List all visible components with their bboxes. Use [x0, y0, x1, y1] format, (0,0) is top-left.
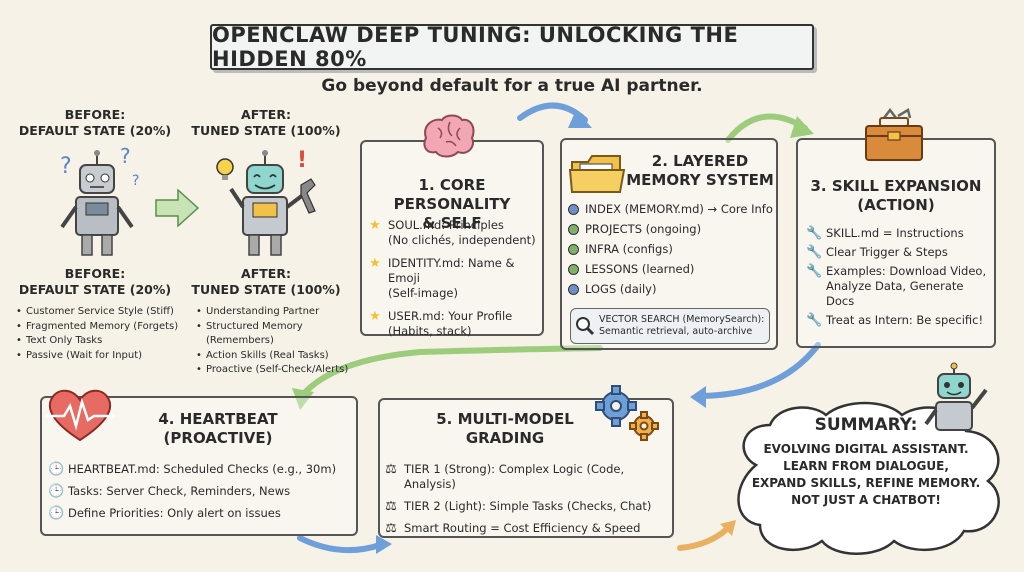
- subtitle: Go beyond default for a true AI partner.: [321, 76, 703, 96]
- list-item: Fragmented Memory (Forgets): [16, 320, 196, 335]
- confused-robot-icon: ? ? ?: [60, 145, 139, 256]
- after-bullets: Understanding Partner Structured Memory …: [196, 305, 366, 378]
- svg-text:!: !: [297, 148, 307, 173]
- list-item: Customer Service Style (Stiff): [16, 305, 196, 320]
- happy-robot-icon: !: [216, 148, 316, 256]
- wrench-icon: 🔧: [806, 313, 823, 328]
- box-skill-expansion: [796, 138, 996, 348]
- list-item: Understanding Partner: [196, 305, 366, 320]
- heart-pulse-icon: [46, 389, 114, 442]
- star-icon: ★: [369, 218, 381, 233]
- list-item: 🔧 Examples: Download Video,Analyze Data,…: [806, 264, 987, 308]
- list-item: 🕒 Define Priorities: Only alert on issue…: [48, 506, 281, 521]
- after-heading-top: AFTER: TUNED STATE (100%): [191, 107, 341, 138]
- before-heading-bottom: BEFORE: DEFAULT STATE (20%): [18, 266, 172, 297]
- list-item: Structured Memory (Remembers): [196, 320, 366, 349]
- summary-heading: SUMMARY:: [814, 415, 918, 435]
- star-icon: ★: [369, 256, 381, 271]
- arrow-4-to-5: [297, 535, 383, 554]
- before-bullets: Customer Service Style (Stiff) Fragmente…: [16, 305, 196, 363]
- summary-cloud: SUMMARY: EVOLVING DIGITAL ASSISTANT. LEA…: [735, 403, 997, 551]
- wrench-icon: 🔧: [806, 264, 823, 279]
- list-item: LOGS (daily): [568, 282, 774, 297]
- summary-cloud-shape: [737, 401, 1000, 555]
- memory-dot-icon: [568, 224, 579, 235]
- folder-icon: [568, 155, 626, 193]
- clock-icon: 🕒: [48, 462, 65, 477]
- toolbox-icon: [865, 108, 923, 161]
- box5-title: 5. MULTI-MODEL GRADING: [436, 410, 574, 447]
- arrow-5-to-summary: [677, 525, 731, 551]
- wrench-icon: 🔧: [806, 245, 823, 260]
- box4-title: 4. HEARTBEAT (PROACTIVE): [158, 410, 278, 447]
- memory-dot-icon: [568, 264, 579, 275]
- svg-text:?: ?: [132, 173, 139, 189]
- summary-line: LEARN FROM DIALOGUE,: [783, 459, 949, 473]
- box-core-personality: [360, 140, 544, 336]
- list-item: PROJECTS (ongoing): [568, 222, 774, 237]
- box-multi-model: [378, 398, 674, 538]
- box1-title: 1. CORE PERSONALITY & SELF: [393, 176, 511, 232]
- list-item: INFRA (configs): [568, 242, 774, 257]
- list-item: INDEX (MEMORY.md) → Core Info: [568, 202, 774, 217]
- list-item: ⚖ Smart Routing = Cost Efficiency & Spee…: [385, 521, 641, 536]
- box2-title: 2. LAYERED MEMORY SYSTEM: [626, 152, 774, 189]
- list-item: Proactive (Self-Check/Alerts): [196, 363, 366, 378]
- box3-title: 3. SKILL EXPANSION (ACTION): [810, 177, 982, 214]
- box5-items: ⚖ TIER 1 (Strong): Complex Logic (Code, …: [384, 462, 672, 536]
- clock-icon: 🕒: [48, 506, 65, 521]
- list-item: ⚖ TIER 1 (Strong): Complex Logic (Code, …: [385, 462, 625, 491]
- before-after-arrow: [155, 188, 200, 228]
- list-item: 🔧 SKILL.md = Instructions: [806, 226, 964, 241]
- box-heartbeat: [40, 396, 358, 536]
- box4-items: 🕒 HEARTBEAT.md: Scheduled Checks (e.g., …: [48, 462, 354, 521]
- svg-text:?: ?: [120, 145, 131, 168]
- list-item: ⚖ TIER 2 (Light): Simple Tasks (Checks, …: [385, 499, 652, 514]
- box3-items: 🔧 SKILL.md = Instructions 🔧 Clear Trigge…: [806, 226, 992, 328]
- brain-icon: [423, 114, 475, 158]
- list-item: Text Only Tasks: [16, 334, 196, 349]
- waving-robot-icon: [924, 362, 988, 431]
- list-item: 🕒 Tasks: Server Check, Reminders, News: [48, 484, 291, 499]
- list-item: Passive (Wait for Input): [16, 349, 196, 364]
- gears-icon: [595, 385, 659, 441]
- list-item: ★ IDENTITY.md: Name & Emoji(Self-image): [369, 256, 515, 300]
- summary-line: EVOLVING DIGITAL ASSISTANT.: [763, 442, 969, 456]
- memory-dot-icon: [568, 284, 579, 295]
- scale-icon: ⚖: [385, 462, 397, 477]
- vector-search-panel: VECTOR SEARCH (MemorySearch): Semantic r…: [570, 308, 770, 344]
- scale-icon: ⚖: [385, 521, 397, 536]
- arrow-3-to-5: [697, 342, 821, 399]
- list-item: 🕒 HEARTBEAT.md: Scheduled Checks (e.g., …: [48, 462, 337, 477]
- title-banner: OPENCLAW DEEP TUNING: UNLOCKING THE HIDD…: [210, 23, 814, 71]
- star-icon: ★: [369, 309, 381, 324]
- after-heading-bottom: AFTER: TUNED STATE (100%): [191, 266, 341, 297]
- list-item: ★ USER.md: Your Profile(Habits, stack): [369, 309, 513, 338]
- scale-icon: ⚖: [385, 499, 397, 514]
- box2-items: INDEX (MEMORY.md) → Core Info PROJECTS (…: [568, 202, 774, 297]
- list-item: Action Skills (Real Tasks): [196, 349, 366, 364]
- list-item: 🔧 Treat as Intern: Be specific!: [806, 313, 984, 328]
- memory-dot-icon: [568, 244, 579, 255]
- summary-line: EXPAND SKILLS, REFINE MEMORY.: [751, 476, 981, 490]
- summary-line: NOT JUST A CHATBOT!: [791, 493, 941, 507]
- magnifier-icon: [576, 317, 595, 336]
- clock-icon: 🕒: [48, 484, 65, 499]
- list-item: ★ SOUL.md: Principles(No clichés, indepe…: [369, 218, 536, 247]
- box1-items: ★ SOUL.md: Principles(No clichés, indepe…: [368, 218, 542, 339]
- wrench-icon: 🔧: [806, 226, 823, 241]
- list-item: LESSONS (learned): [568, 262, 774, 277]
- list-item: 🔧 Clear Trigger & Steps: [806, 245, 948, 260]
- before-heading-top: BEFORE: DEFAULT STATE (20%): [18, 107, 172, 138]
- svg-text:?: ?: [60, 154, 72, 179]
- memory-dot-icon: [568, 204, 579, 215]
